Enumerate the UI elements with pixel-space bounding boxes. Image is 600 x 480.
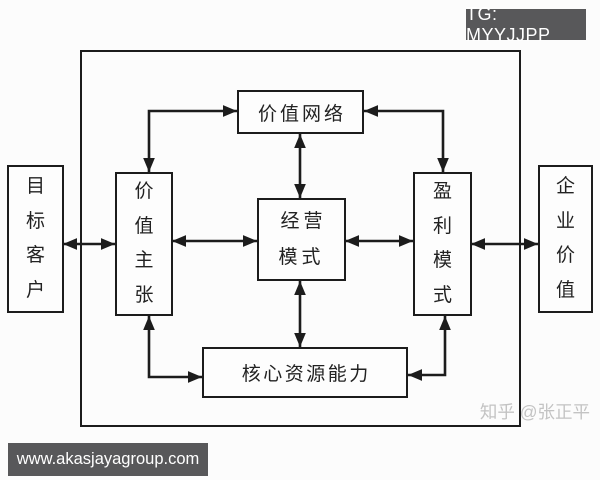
connector-value-proposition-core-resources [143,316,202,383]
node-enterprise-value: 企 业 价 值 [538,165,593,313]
website-url-banner: www.akasjayagroup.com [8,443,208,476]
node-business-model: 经营 模式 [257,198,346,281]
node-profit-model: 盈 利 模 式 [413,172,472,316]
connector-core-resources-profit-model [408,316,451,381]
connector-value-proposition-value-network [143,105,237,172]
node-target-customer: 目 标 客 户 [7,165,64,313]
node-core-resources: 核心资源能力 [202,347,408,398]
node-value-proposition: 价 值 主 张 [115,172,173,316]
connector-value-network-profit-model [364,105,449,172]
telegram-contact-banner: TG: MYYJJPP [466,4,586,45]
node-value-network: 价值网络 [237,90,364,134]
